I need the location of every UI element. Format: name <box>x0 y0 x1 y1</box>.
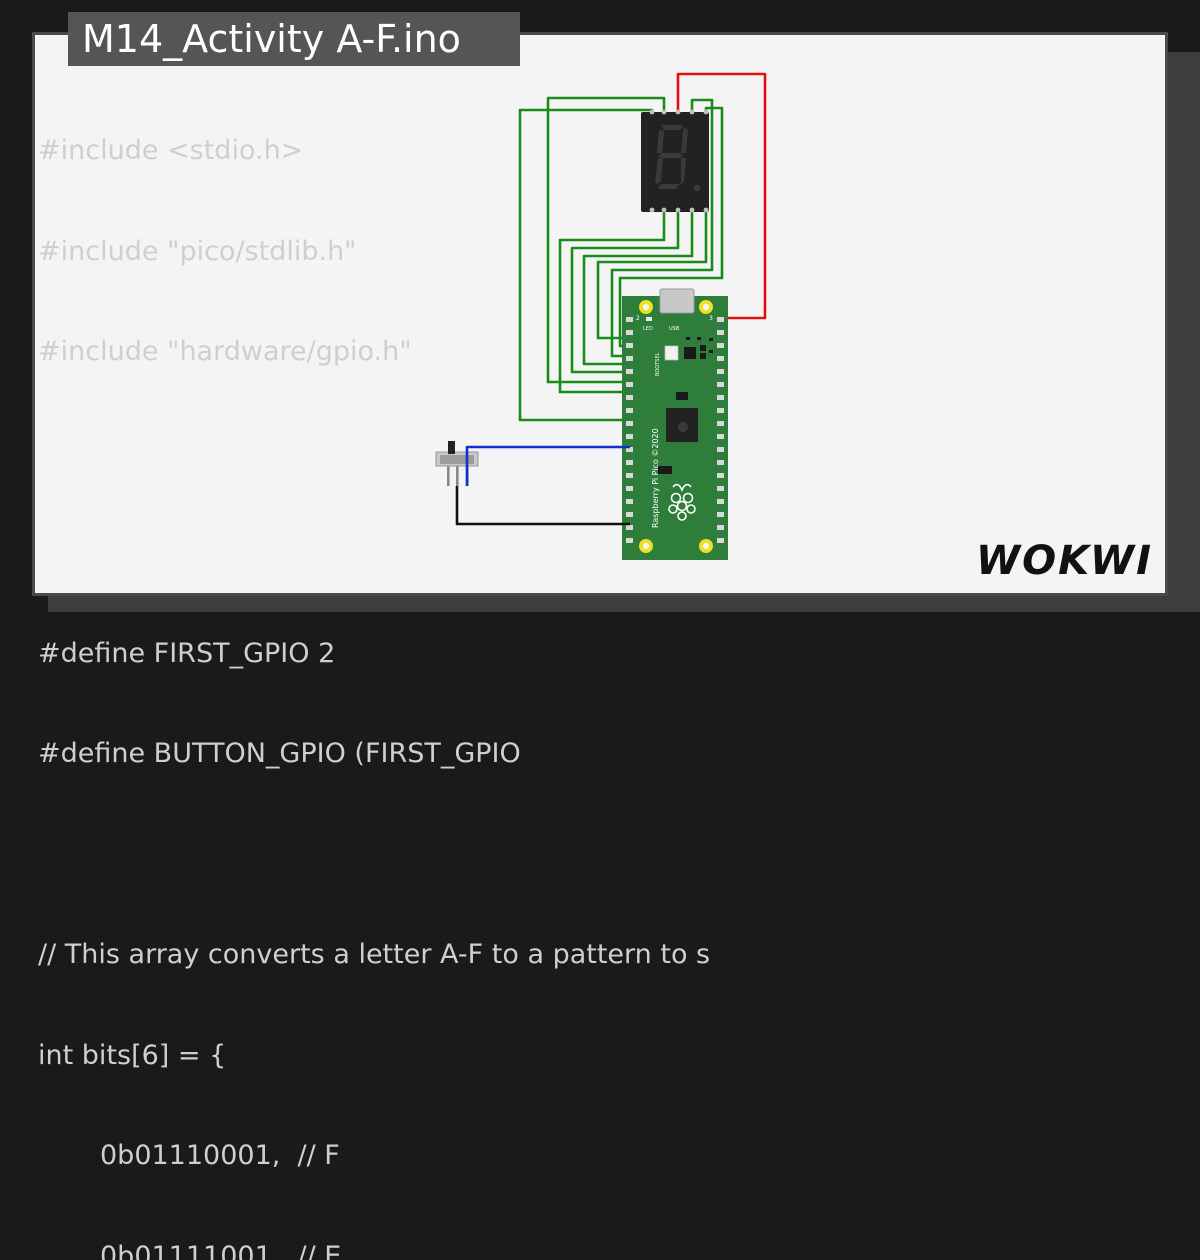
silk-brand: Raspberry Pi Pico ©2020 <box>651 428 660 528</box>
usb-connector <box>660 289 694 313</box>
switch-lever[interactable] <box>448 441 455 454</box>
code-line: int bits[6] = { <box>38 1037 938 1076</box>
code-line: 0b01111001, // E <box>38 1238 938 1260</box>
onboard-led <box>646 317 652 321</box>
silk-led: LED <box>643 326 653 332</box>
wokwi-logo[interactable]: WOKWI <box>974 532 1152 588</box>
silk-usb: USB <box>669 326 680 332</box>
pin-label-2: 2 <box>636 315 640 322</box>
blue-wire[interactable] <box>467 447 630 486</box>
code-line: #define BUTTON_GPIO (FIRST_GPIO <box>38 735 938 774</box>
pin-label-3: 3 <box>709 315 713 322</box>
pico-board[interactable]: 2 3 LED USB BOOTSEL Raspberry Pi Pico ©2… <box>622 289 728 560</box>
bootsel-button[interactable] <box>665 346 678 360</box>
black-wire[interactable] <box>457 486 630 524</box>
code-line: // This array converts a letter A-F to a… <box>38 936 938 975</box>
code-line: 0b01110001, // F <box>38 1137 938 1176</box>
code-line <box>38 836 938 875</box>
code-line: #define FIRST_GPIO 2 <box>38 635 938 674</box>
seven-segment-display[interactable] <box>641 110 709 213</box>
wokwi-logo-text: WOKWI <box>976 538 1152 584</box>
silk-bootsel: BOOTSEL <box>655 352 661 376</box>
